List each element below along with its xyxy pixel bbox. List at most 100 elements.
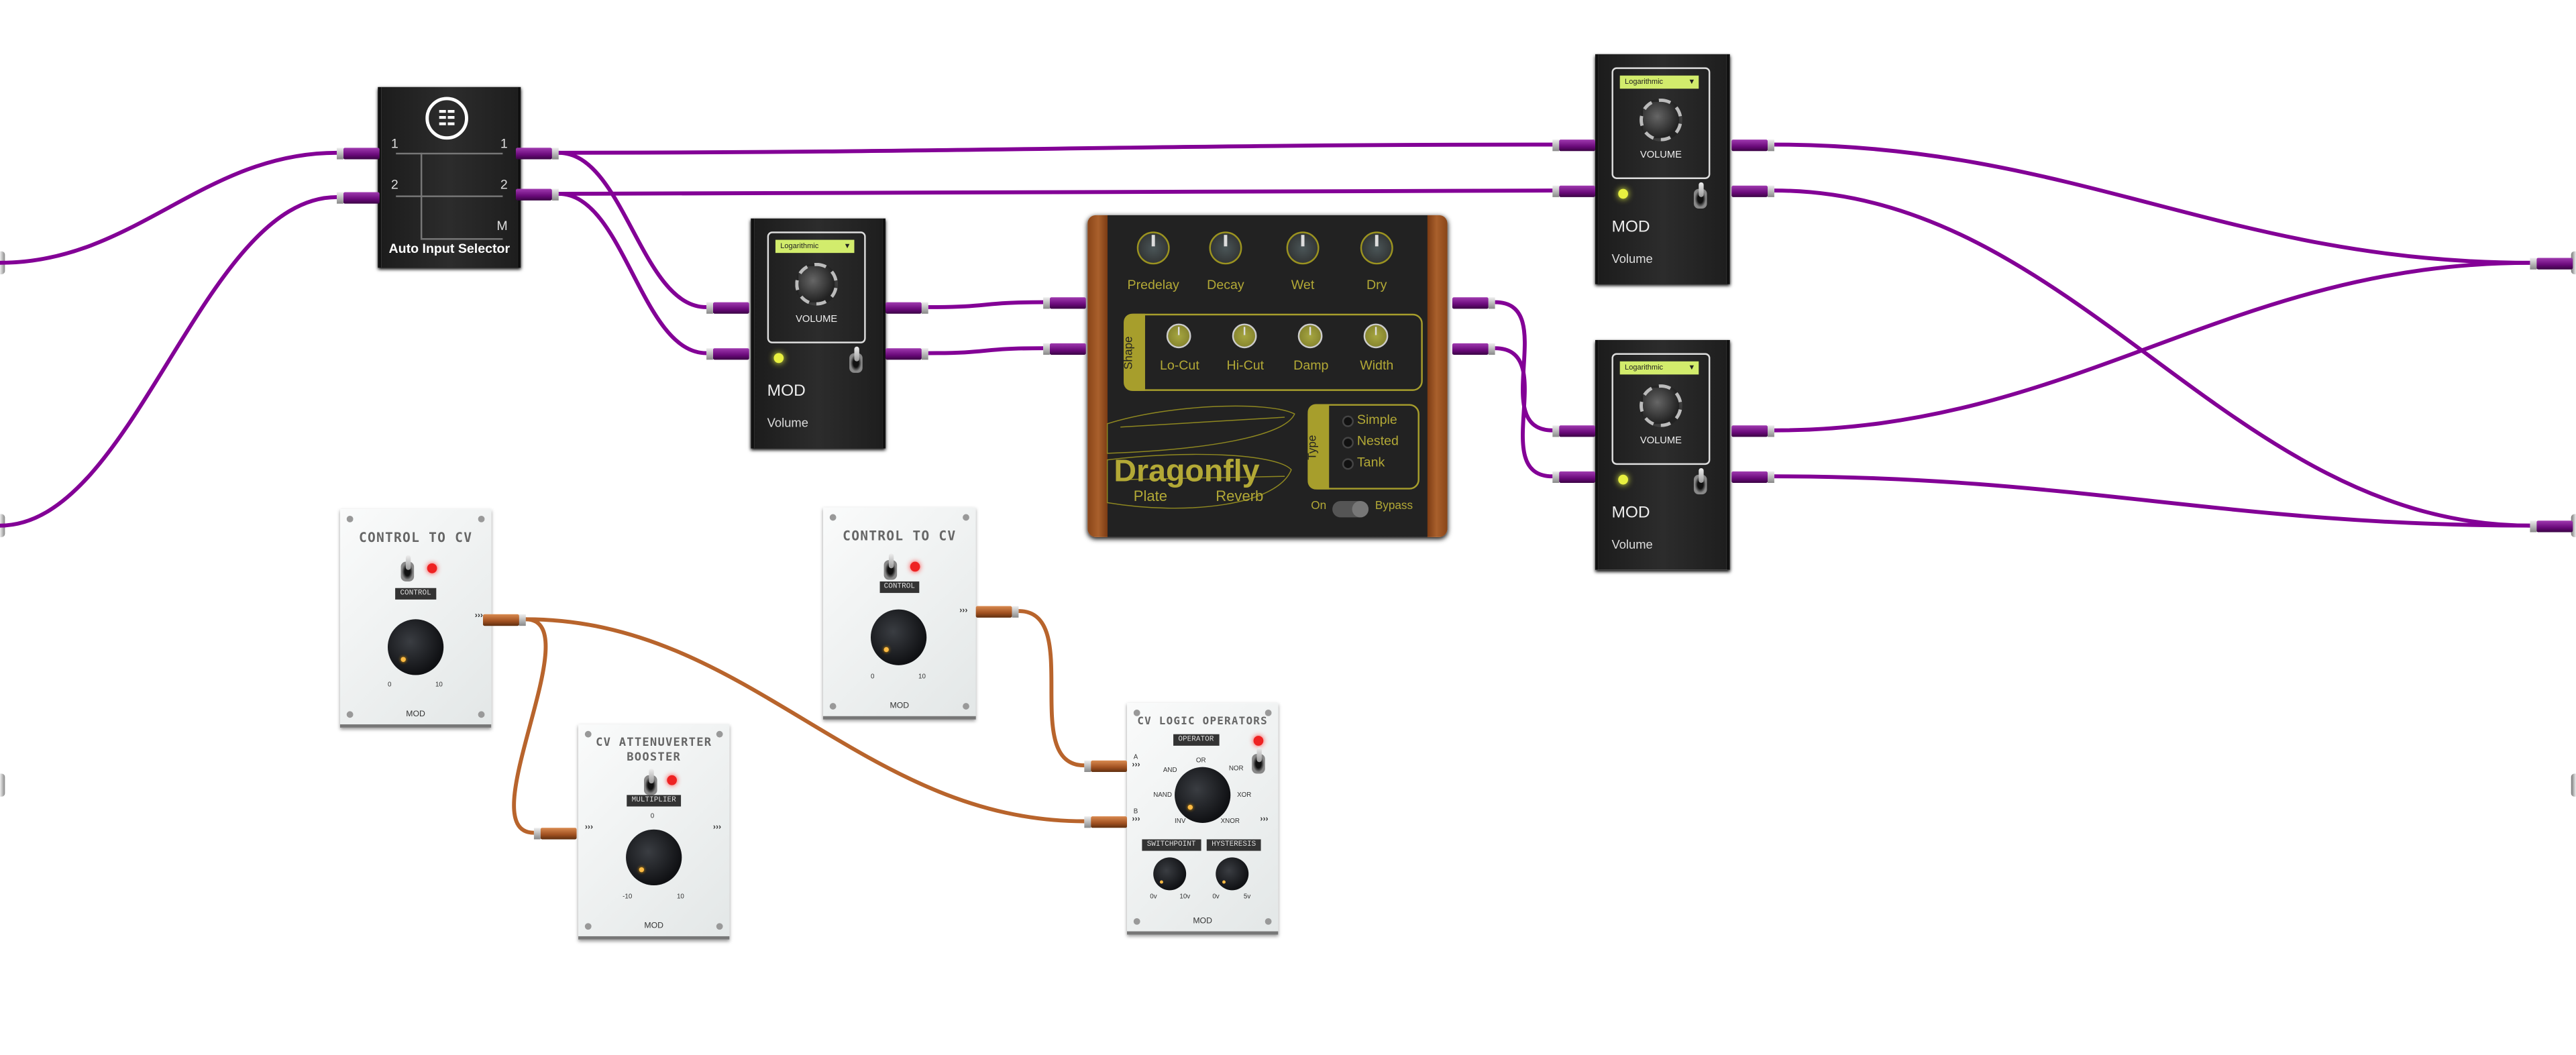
damp-knob[interactable] — [1297, 323, 1323, 349]
control-knob[interactable] — [387, 619, 444, 675]
audio-cable[interactable] — [1495, 300, 1553, 433]
lo-cut-knob[interactable] — [1166, 323, 1191, 349]
volume-knob[interactable] — [1640, 384, 1682, 427]
cable-plug[interactable] — [1084, 759, 1128, 771]
cv-cable[interactable] — [1018, 609, 1085, 768]
predelay-knob[interactable] — [1136, 231, 1170, 265]
volume-knob[interactable] — [1640, 98, 1682, 142]
bypass-toggle[interactable] — [1693, 182, 1707, 209]
cable-plug[interactable] — [1452, 296, 1495, 309]
divider — [396, 195, 503, 197]
audio-cable[interactable] — [1774, 260, 2530, 433]
audio-cable[interactable] — [0, 195, 337, 528]
cable-plug[interactable] — [706, 347, 749, 359]
type-simple-radio[interactable] — [1342, 415, 1354, 427]
type-tank-radio[interactable] — [1342, 458, 1354, 470]
system-cv-playback-jack[interactable] — [2571, 773, 2576, 797]
bypass-toggle[interactable] — [1252, 747, 1265, 774]
wet-knob[interactable] — [1286, 231, 1320, 265]
bypass-toggle[interactable] — [1693, 467, 1707, 495]
cable-plug[interactable] — [1084, 815, 1128, 828]
system-playback-2-jack[interactable] — [2571, 514, 2576, 537]
cable-plug[interactable] — [975, 605, 1019, 617]
volume-plugin-3[interactable]: Logarithmic▼ VOLUME MOD Volume — [1595, 339, 1730, 570]
audio-cable[interactable] — [1774, 142, 2530, 265]
control-to-cv-plugin-2[interactable]: CONTROL TO CV CONTROL 0 10 ››› MOD — [822, 507, 976, 720]
bypass-toggle[interactable] — [849, 346, 863, 373]
cable-plug[interactable] — [2530, 257, 2573, 269]
system-playback-1-jack[interactable] — [2571, 251, 2576, 274]
bypass-switch[interactable] — [1332, 500, 1369, 518]
decay-knob[interactable] — [1209, 231, 1242, 265]
subtitle-reverb: Reverb — [1216, 488, 1264, 504]
audio-cable[interactable] — [0, 150, 337, 265]
input-b-arrow-icon: ››› — [1132, 814, 1140, 825]
cable-plug[interactable] — [2530, 520, 2573, 532]
control-knob[interactable] — [870, 609, 927, 665]
system-capture-2-jack[interactable] — [0, 514, 5, 537]
cable-plug[interactable] — [337, 191, 380, 203]
input-b-label: B — [1133, 806, 1138, 815]
audio-cable[interactable] — [558, 150, 707, 309]
out-m-label: M — [496, 218, 508, 233]
cable-plug[interactable] — [515, 188, 559, 200]
input-port-arrow-icon: ››› — [584, 822, 594, 833]
cable-plug[interactable] — [337, 147, 380, 159]
operator-knob[interactable] — [1175, 767, 1231, 823]
cable-plug[interactable] — [1731, 425, 1774, 437]
cable-plug[interactable] — [706, 301, 749, 313]
cv-logic-operators-plugin[interactable]: CV LOGIC OPERATORS OPERATOR A ››› B ››› … — [1127, 703, 1279, 935]
multiplier-knob[interactable] — [626, 829, 682, 886]
cable-plug[interactable] — [515, 147, 559, 159]
cable-plug[interactable] — [1731, 138, 1774, 151]
dry-knob[interactable] — [1360, 231, 1393, 265]
cv-cable[interactable] — [512, 617, 548, 835]
cable-plug[interactable] — [483, 613, 526, 625]
cable-plug[interactable] — [1552, 470, 1595, 482]
status-led — [667, 775, 677, 785]
bypass-toggle[interactable] — [400, 555, 415, 581]
mode-dropdown[interactable]: Logarithmic▼ — [1619, 75, 1699, 89]
cable-plug[interactable] — [1552, 138, 1595, 151]
dragonfly-plate-reverb-plugin[interactable]: Predelay Decay Wet Dry Shape Lo-Cut Hi-C… — [1087, 215, 1448, 537]
cable-plug[interactable] — [1552, 425, 1595, 437]
cv-attenuverter-booster-plugin[interactable]: CV ATTENUVERTER BOOSTER MULTIPLIER 0 -10… — [578, 724, 730, 940]
switchpoint-knob[interactable] — [1153, 857, 1187, 891]
cable-plug[interactable] — [1043, 296, 1086, 309]
volume-plugin-2[interactable]: Logarithmic▼ VOLUME MOD Volume — [1595, 54, 1730, 284]
audio-cable[interactable] — [1774, 188, 2530, 528]
system-capture-1-jack[interactable] — [0, 251, 5, 274]
chevron-down-icon: ▼ — [843, 241, 851, 250]
system-cv-capture-jack[interactable] — [0, 773, 5, 797]
cable-plug[interactable] — [1552, 184, 1595, 197]
mode-dropdown[interactable]: Logarithmic▼ — [1619, 361, 1699, 375]
width-knob[interactable] — [1363, 323, 1389, 349]
cable-plug[interactable] — [1731, 184, 1774, 197]
volume-plugin-1[interactable]: Logarithmic▼ VOLUME MOD Volume — [751, 218, 886, 449]
audio-cable[interactable] — [928, 346, 1044, 355]
cable-plug[interactable] — [885, 347, 928, 359]
control-to-cv-plugin-1[interactable]: CONTROL TO CV CONTROL 0 10 ››› MOD — [339, 509, 492, 728]
audio-cable[interactable] — [558, 188, 1553, 196]
auto-input-selector-plugin[interactable]: ☷ 1 1 2 2 M Auto Input Selector — [378, 87, 521, 268]
mode-dropdown[interactable]: Logarithmic▼ — [775, 239, 855, 254]
audio-cable[interactable] — [1774, 474, 2530, 528]
cable-plug[interactable] — [885, 301, 928, 313]
bypass-toggle[interactable] — [883, 553, 898, 580]
cable-plug[interactable] — [1731, 470, 1774, 482]
volume-knob[interactable] — [795, 262, 838, 306]
audio-cable[interactable] — [558, 192, 707, 355]
hi-cut-knob[interactable] — [1232, 323, 1257, 349]
audio-cable[interactable] — [928, 300, 1044, 309]
audio-cable[interactable] — [1495, 346, 1553, 479]
hysteresis-knob[interactable] — [1216, 857, 1249, 891]
audio-cable[interactable] — [558, 142, 1553, 155]
bypass-toggle[interactable] — [644, 769, 657, 795]
mid-label: 0 — [650, 811, 655, 820]
bypass-label: Bypass — [1375, 500, 1413, 513]
type-nested-radio[interactable] — [1342, 437, 1354, 449]
cable-plug[interactable] — [1452, 342, 1495, 354]
cable-plug[interactable] — [533, 827, 577, 839]
cable-plug[interactable] — [1043, 342, 1086, 354]
